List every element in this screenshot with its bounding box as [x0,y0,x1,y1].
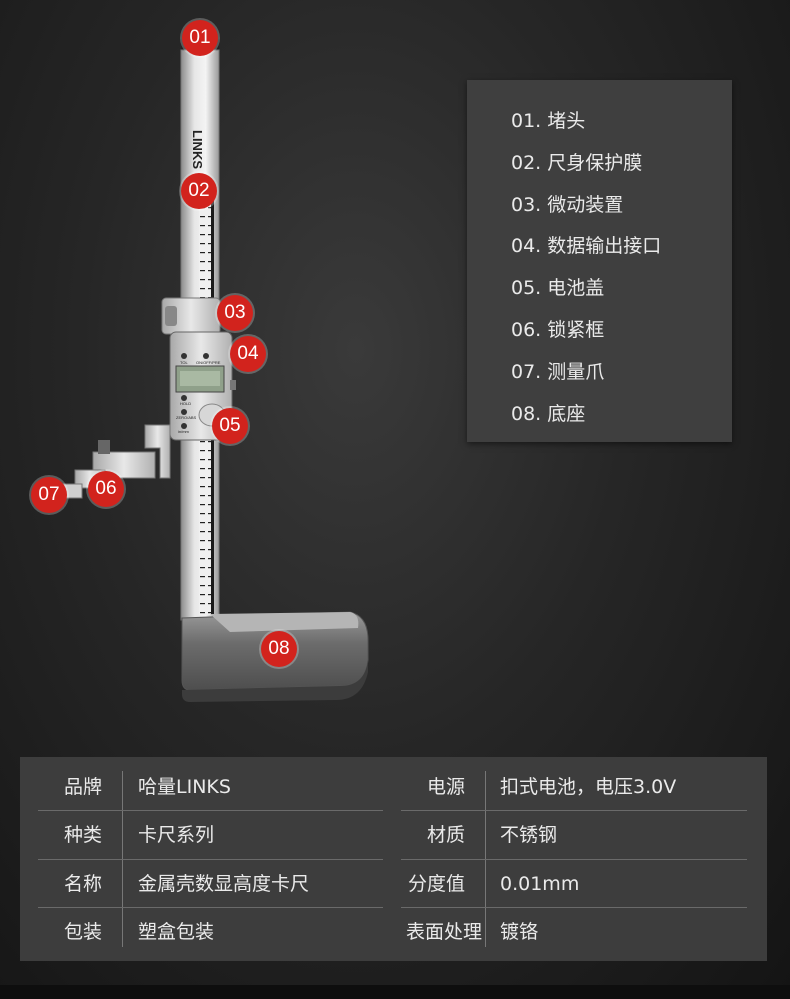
spec-value: 扣式电池，电压3.0V [500,776,677,798]
legend-item-08: 08. 底座 [511,403,586,425]
marker-01: 01 [182,20,218,56]
spec-value: 金属壳数显高度卡尺 [138,873,310,895]
row-divider [401,907,747,908]
spec-table: 品牌 哈量LINKS 电源 扣式电池，电压3.0V 种类 卡尺系列 材质 不锈钢… [20,757,767,961]
legend-item-06: 06. 锁紧框 [511,319,605,341]
spec-label: 分度值 [408,873,466,895]
legend-item-01: 01. 堵头 [511,110,586,132]
row-divider [38,907,383,908]
spec-label: 名称 [64,873,103,895]
marker-02: 02 [181,173,217,209]
marker-03: 03 [217,295,253,331]
button-label-hold: HOLD [180,401,191,406]
marker-05: 05 [212,408,248,444]
spec-label: 品牌 [64,776,103,798]
button-label-onoff: ON/OFF/PRE [196,360,221,365]
button-label-tol: TOL [180,360,188,365]
spec-value: 不锈钢 [500,824,558,846]
marker-07: 07 [31,477,67,513]
button-label-zero: ZERO/ABS [176,415,197,420]
spec-value: 0.01mm [500,873,580,895]
spec-value: 塑盒包装 [138,921,215,943]
bottom-edge [0,985,790,999]
legend-item-03: 03. 微动装置 [511,194,624,216]
spec-label: 电源 [427,776,466,798]
brand-mark: LINKS [190,130,205,169]
legend-item-02: 02. 尺身保护膜 [511,152,643,174]
marker-04: 04 [230,336,266,372]
marker-08: 08 [261,631,297,667]
marker-06: 06 [88,471,124,507]
row-divider [401,810,747,811]
height-gauge-image: LINKS TOL ON/OFF/PRE HOLD ZERO/ABS in/mm [61,38,369,702]
legend-item-07: 07. 测量爪 [511,361,605,383]
legend-item-05: 05. 电池盖 [511,277,605,299]
product-illustration: LINKS TOL ON/OFF/PRE HOLD ZERO/ABS in/mm [0,0,420,760]
row-divider [401,859,747,860]
spec-label: 材质 [427,824,466,846]
spec-value: 哈量LINKS [138,776,231,798]
row-divider [38,810,383,811]
spec-value: 镀铬 [500,921,539,943]
spec-label: 种类 [64,824,103,846]
legend-item-04: 04. 数据输出接口 [511,235,662,257]
spec-value: 卡尺系列 [138,824,215,846]
button-label-inmm: in/mm [178,429,190,434]
parts-legend: 01. 堵头 02. 尺身保护膜 03. 微动装置 04. 数据输出接口 05.… [467,80,732,442]
row-divider [38,859,383,860]
spec-label: 包装 [64,921,103,943]
spec-label: 表面处理 [406,921,483,943]
